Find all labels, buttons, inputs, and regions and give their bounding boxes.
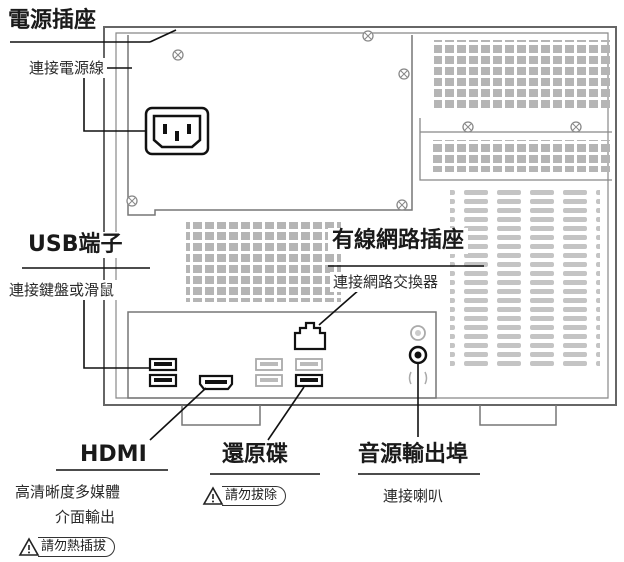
ethernet-title: 有線網路插座	[328, 228, 469, 254]
hdmi-warning-text: 請勿熱插拔	[38, 537, 116, 557]
hdmi-desc-line1: 高清晰度多媒體	[12, 482, 124, 502]
warning-triangle-icon	[202, 486, 224, 505]
right-foot	[479, 405, 557, 426]
ethernet-desc: 連接網路交換器	[330, 272, 442, 292]
hdmi-warning: 請勿熱插拔	[18, 537, 116, 557]
usb-title: USB端子	[24, 232, 127, 258]
power-socket-desc: 連接電源線	[26, 58, 108, 78]
screw-cross	[128, 32, 580, 209]
psu-outline	[127, 35, 413, 216]
audio-jack-icon	[408, 325, 428, 385]
chassis-outline	[103, 26, 617, 406]
restore-disk-warning-text: 請勿拔除	[222, 486, 287, 506]
chassis-inner-outline	[115, 32, 609, 399]
hdmi-port-icon	[198, 374, 234, 391]
restore-disk-title: 還原碟	[218, 442, 293, 468]
top-right-vent	[434, 40, 610, 108]
leader-lines	[10, 29, 419, 441]
side-slot-vent	[450, 188, 600, 368]
middle-vent	[186, 222, 341, 302]
hdmi-title: HDMI	[76, 442, 151, 468]
inactive-usb-port-icon	[255, 358, 283, 387]
audio-out-desc: 連接喇叭	[380, 486, 447, 506]
usb-port-icon	[148, 357, 178, 388]
bracket-vent	[432, 140, 610, 172]
usb-desc: 連接鍵盤或滑鼠	[6, 280, 118, 300]
restore-usb-port-icon	[294, 358, 324, 388]
left-foot	[181, 405, 261, 426]
label-underlines	[22, 265, 484, 475]
restore-disk-warning: 請勿拔除	[202, 486, 287, 506]
expansion-bracket	[419, 118, 612, 181]
ethernet-port-icon	[293, 321, 327, 351]
audio-out-title: 音源輸出埠	[354, 442, 473, 468]
hdmi-desc-line2: 介面輸出	[52, 507, 119, 527]
power-socket-title: 電源插座	[4, 8, 101, 34]
power-socket-icon	[144, 106, 210, 156]
warning-triangle-icon	[18, 537, 40, 556]
